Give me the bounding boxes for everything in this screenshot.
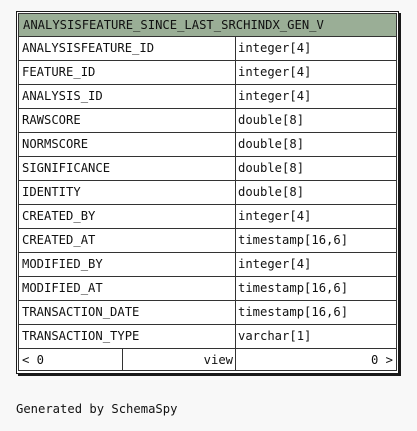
column-row: CREATED_BY integer[4] (18, 205, 397, 229)
table-entity: ANALYSISFEATURE_SINCE_LAST_SRCHINDX_GEN_… (16, 11, 399, 374)
column-type: integer[4] (238, 65, 312, 79)
column-row: TRANSACTION_DATE timestamp[16,6] (18, 301, 397, 325)
column-type: integer[4] (238, 89, 312, 103)
column-name: FEATURE_ID (19, 61, 236, 84)
column-row: IDENTITY double[8] (18, 181, 397, 205)
child-count: 0 > (370, 353, 393, 367)
column-type: timestamp[16,6] (238, 233, 349, 247)
column-row: TRANSACTION_TYPE varchar[1] (18, 325, 397, 349)
column-row: RAWSCORE double[8] (18, 109, 397, 133)
column-type: double[8] (238, 185, 305, 199)
column-name: TRANSACTION_TYPE (19, 325, 236, 348)
column-type: double[8] (238, 113, 305, 127)
column-row: SIGNIFICANCE double[8] (18, 157, 397, 181)
table-kind-label: view (123, 349, 236, 370)
column-name: NORMSCORE (19, 133, 236, 156)
column-name: ANALYSIS_ID (19, 85, 236, 108)
column-type: timestamp[16,6] (238, 281, 349, 295)
parent-count: < 0 (19, 349, 123, 370)
column-name: MODIFIED_BY (19, 253, 236, 276)
column-type: integer[4] (238, 41, 312, 55)
column-name: IDENTITY (19, 181, 236, 204)
column-row: MODIFIED_AT timestamp[16,6] (18, 277, 397, 301)
column-name: CREATED_BY (19, 205, 236, 228)
column-row: NORMSCORE double[8] (18, 133, 397, 157)
column-name: ANALYSISFEATURE_ID (19, 37, 236, 60)
column-type: timestamp[16,6] (238, 305, 349, 319)
column-row: ANALYSISFEATURE_ID integer[4] (18, 37, 397, 61)
generated-by-caption: Generated by SchemaSpy (16, 402, 178, 416)
column-row: ANALYSIS_ID integer[4] (18, 85, 397, 109)
table-title: ANALYSISFEATURE_SINCE_LAST_SRCHINDX_GEN_… (18, 13, 397, 37)
column-type: double[8] (238, 161, 305, 175)
column-row: FEATURE_ID integer[4] (18, 61, 397, 85)
column-name: MODIFIED_AT (19, 277, 236, 300)
column-name: CREATED_AT (19, 229, 236, 252)
column-name: SIGNIFICANCE (19, 157, 236, 180)
column-row: CREATED_AT timestamp[16,6] (18, 229, 397, 253)
column-name: TRANSACTION_DATE (19, 301, 236, 324)
column-name: RAWSCORE (19, 109, 236, 132)
column-row: MODIFIED_BY integer[4] (18, 253, 397, 277)
table-footer: < 0 view 0 > (18, 349, 397, 371)
column-type: integer[4] (238, 257, 312, 271)
column-type: integer[4] (238, 209, 312, 223)
column-type: varchar[1] (238, 329, 312, 343)
column-type: double[8] (238, 137, 305, 151)
